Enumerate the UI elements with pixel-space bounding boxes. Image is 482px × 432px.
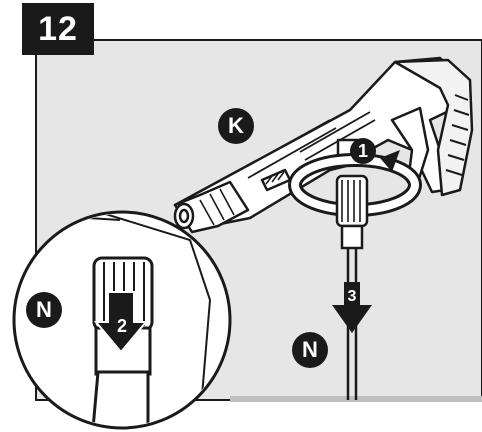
rotate-step-label: 1 (350, 138, 376, 164)
zoom-detail (12, 210, 232, 430)
step-number-badge: 12 (22, 3, 94, 55)
spray-gun (173, 56, 474, 234)
pull-step-label: 3 (347, 288, 357, 305)
hose-coupling (335, 174, 369, 250)
pull-arrow (332, 282, 372, 333)
push-step-label: 2 (116, 316, 127, 336)
label-n-zoom-callout: N (26, 292, 62, 328)
label-k-callout: K (218, 108, 254, 144)
label-n-callout: N (292, 332, 328, 368)
